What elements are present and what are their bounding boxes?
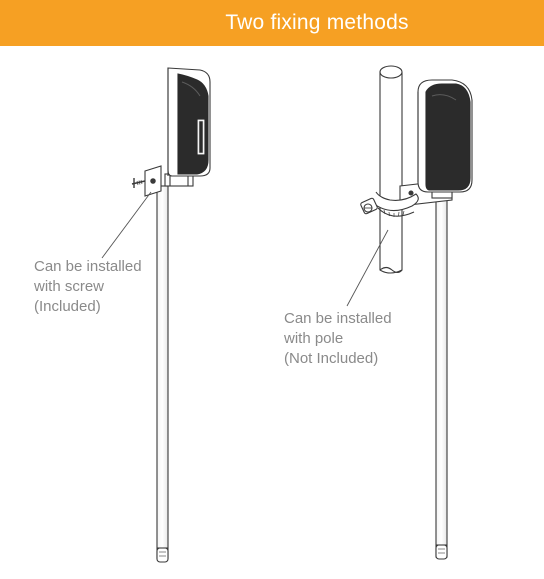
screw-mount-illustration — [101, 67, 211, 563]
pole-method-line-1: Can be installed — [284, 310, 392, 327]
screw-method-label: Can be installed with screw (Included) — [34, 257, 142, 317]
pole-method-line-3: (Not Included) — [284, 350, 379, 367]
external-pole — [379, 65, 403, 274]
right-leader-line — [346, 229, 389, 307]
header-banner: Two fixing methods — [0, 0, 544, 46]
pole-mount-illustration — [346, 65, 473, 560]
left-sensor-device — [167, 67, 211, 177]
screw-method-line-2: with screw — [34, 278, 105, 295]
left-rod — [156, 185, 169, 563]
hose-clamp-icon — [360, 191, 419, 217]
left-bracket — [144, 165, 194, 197]
pole-method-line-2: with pole — [284, 330, 344, 347]
screw-method-line-1: Can be installed — [34, 258, 142, 275]
screw-icon — [131, 178, 146, 188]
left-leader-line — [101, 191, 152, 259]
screw-method-line-3: (Included) — [34, 298, 101, 315]
banner-title: Two fixing methods — [225, 11, 409, 34]
pole-method-label: Can be installed with pole (Not Included… — [284, 309, 392, 369]
right-sensor-device — [417, 79, 473, 193]
right-rod — [435, 194, 448, 560]
